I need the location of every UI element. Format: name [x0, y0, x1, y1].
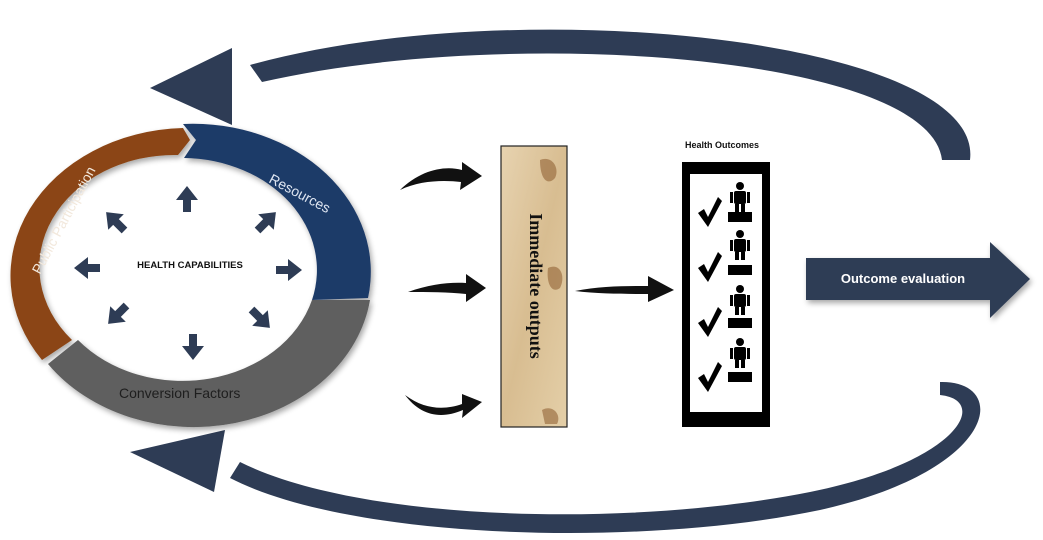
- curved-arrow-icon-middle: [408, 274, 486, 302]
- curved-arrow-icon-bottom: [405, 394, 482, 418]
- bottom-feedback-arrow: [130, 381, 981, 534]
- curved-arrow-icon-top: [400, 162, 482, 190]
- check-icon-3: [698, 307, 722, 337]
- person-icon-2: [730, 230, 750, 260]
- immediate-outputs-label: Immediate outputs: [526, 213, 546, 359]
- arrow-right-icon: [276, 259, 302, 281]
- person-icon-4: [730, 338, 750, 368]
- outcome-evaluation-arrow: [806, 242, 1030, 318]
- person-icon-1: [730, 182, 750, 212]
- outputs-to-outcomes-arrow: [575, 276, 674, 302]
- person-icon-3: [730, 285, 750, 315]
- arrow-up-left-icon: [106, 212, 128, 234]
- check-icon-4: [698, 362, 722, 392]
- check-icon-2: [698, 252, 722, 282]
- arrow-down-left-icon: [108, 302, 130, 324]
- arrow-down-icon: [182, 334, 204, 360]
- outcome-evaluation-label: Outcome evaluation: [841, 271, 965, 286]
- arrow-up-icon: [176, 186, 198, 212]
- fossil-decoration-icon: [540, 158, 563, 424]
- top-feedback-arrow: [150, 29, 971, 160]
- block-icon-1: [728, 212, 752, 222]
- block-icon-4: [728, 372, 752, 382]
- segment-public-participation: [10, 128, 190, 360]
- radial-arrows: [74, 186, 302, 360]
- arrow-down-right-icon: [248, 306, 270, 328]
- label-conversion-factors: Conversion Factors: [119, 385, 240, 401]
- input-arrows: [400, 162, 486, 418]
- immediate-outputs-box: Immediate outputs: [500, 145, 568, 428]
- capabilities-cycle: [10, 123, 371, 428]
- block-icon-2: [728, 265, 752, 275]
- block-icon-3: [728, 318, 752, 328]
- health-outcomes-title: Health Outcomes: [685, 140, 759, 150]
- center-label: HEALTH CAPABILITIES: [137, 260, 243, 271]
- health-outcomes-panel: [682, 162, 770, 427]
- segment-conversion-factors: [48, 300, 370, 428]
- check-icon-1: [698, 197, 722, 227]
- segment-resources: [183, 123, 371, 300]
- arrow-up-right-icon: [254, 212, 276, 234]
- checklist: [698, 182, 752, 392]
- arrow-left-icon: [74, 257, 100, 279]
